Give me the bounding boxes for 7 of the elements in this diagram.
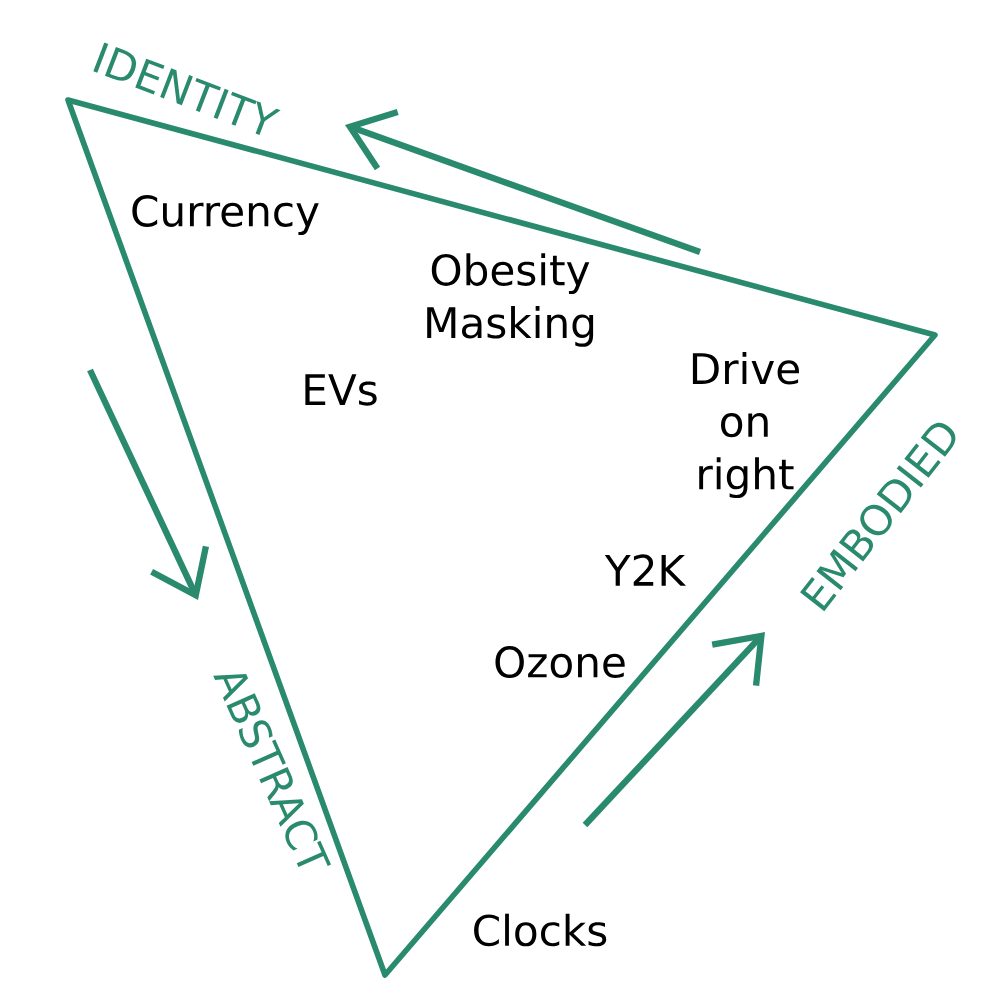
handwritten-label: Ozone <box>495 646 625 678</box>
handwritten-label: EVs <box>305 374 377 406</box>
handwritten-label: Y2K <box>604 554 686 586</box>
handwritten-label: Drive on right <box>692 351 799 499</box>
handwritten-label: Obesity Masking <box>427 253 594 347</box>
handwritten-label: Clocks <box>474 913 607 947</box>
handwritten-label: Currency <box>132 194 319 236</box>
